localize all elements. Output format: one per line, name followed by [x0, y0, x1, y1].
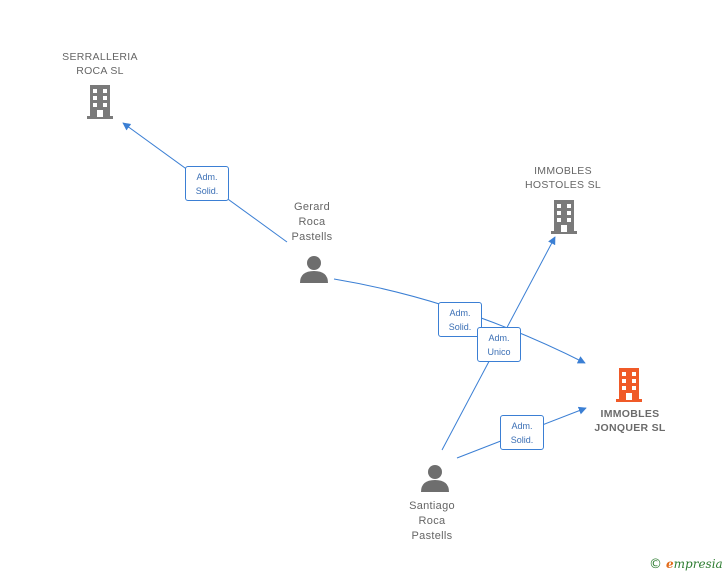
watermark-logo-text: mpresia	[673, 557, 723, 571]
copyright-icon: ©	[649, 557, 662, 572]
edge-badge-santiago-jonquer[interactable]: Adm. Solid.	[500, 415, 544, 450]
person-icon[interactable]	[300, 256, 328, 283]
node-label-line: Pastells	[411, 530, 453, 542]
edge-badge-line: Solid.	[195, 186, 219, 196]
edge-badge-line: Solid.	[448, 322, 472, 332]
watermark-logo-e: e	[666, 557, 674, 571]
node-label-line: HOSTOLES SL	[524, 179, 602, 191]
node-label-immobles-hostoles[interactable]: IMMOBLES HOSTOLES SL	[508, 164, 618, 192]
node-label-line: Gerard	[293, 201, 331, 213]
edge-badge-gerard-serralleria[interactable]: Adm. Solid.	[185, 166, 229, 201]
edge-badge-line: Solid.	[510, 435, 534, 445]
building-icon-focus[interactable]	[616, 368, 642, 402]
edge-badge-line: Unico	[487, 347, 511, 357]
node-label-line: Santiago	[409, 500, 455, 512]
edge-badge-line: Adm.	[449, 308, 471, 318]
edge-badge-line: Adm.	[511, 421, 533, 431]
node-label-line: Pastells	[291, 231, 333, 243]
node-label-gerard-roca-pastells[interactable]: Gerard Roca Pastells	[272, 200, 352, 245]
building-icon[interactable]	[551, 200, 577, 234]
building-icon[interactable]	[85, 85, 115, 119]
person-icon[interactable]	[421, 465, 449, 492]
node-label-line: Roca	[298, 216, 326, 228]
edge-badge-line: Adm.	[196, 172, 218, 182]
node-label-line: SERRALLERIA	[62, 51, 138, 63]
node-label-line: ROCA SL	[76, 65, 124, 77]
node-label-line: IMMOBLES	[534, 165, 592, 177]
edge-badge-gerard-jonquer[interactable]: Adm. Solid.	[438, 302, 482, 337]
node-label-line: IMMOBLES	[600, 408, 660, 420]
empresia-watermark: © empresia	[649, 555, 723, 573]
node-label-santiago-roca-pastells[interactable]: Santiago Roca Pastells	[392, 499, 472, 544]
node-label-line: JONQUER SL	[594, 422, 666, 434]
edge-badge-line: Adm.	[488, 333, 510, 343]
node-label-immobles-jonquer[interactable]: IMMOBLES JONQUER SL	[575, 407, 685, 435]
node-label-line: Roca	[418, 515, 446, 527]
edge-badge-santiago-hostoles[interactable]: Adm. Unico	[477, 327, 521, 362]
node-label-serralleria-roca[interactable]: SERRALLERIA ROCA SL	[48, 50, 152, 78]
